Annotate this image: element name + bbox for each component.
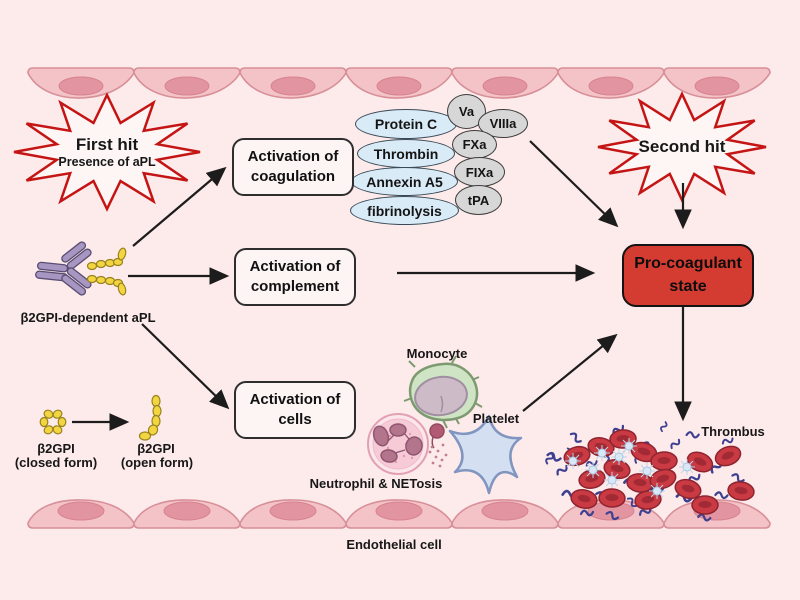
factor-oval-protein-c: Protein C [355,109,457,139]
endothelium-top [27,67,771,99]
pro-coagulant-line2: state [669,277,707,295]
antibody-icon [35,241,92,296]
activation-coagulation-line2: coagulation [250,168,336,185]
activation-cells-line1: Activation of [249,390,341,408]
activation-complement-line1: Activation of [249,257,341,275]
factor-oval-fibrinolysis: fibrinolysis [350,196,459,225]
activation-complement-line2: complement [250,278,340,295]
first-hit-title: First hit [75,135,139,154]
b2gpi-closed-icon [39,409,67,435]
arrow-cells-to-outcome [522,333,618,412]
factor-oval-fxa: FXa [452,130,497,159]
monocyte-label: Monocyte [406,346,468,361]
activation-complement-box: Activation of complement [234,248,356,306]
activation-coagulation-box: Activation of coagulation [232,138,354,196]
platelet-icon [448,414,523,495]
b2gpi-open-sub: (open form) [120,455,194,470]
netosis-icon [428,423,448,468]
pro-coagulant-state-box: Pro-coagulant state [622,244,754,307]
antibody-bound-b2gpi-icon [86,247,127,296]
factor-oval-fixa: FIXa [454,157,505,187]
platelet-label: Platelet [472,411,520,426]
neutrophil-icon [367,413,429,475]
arrow-apl-to-coagulation [132,166,227,247]
b2gpi-open-title: β2GPI [137,441,175,456]
neutrophil-netosis-label: Neutrophil & NETosis [309,476,443,491]
factor-oval-annexin-a5: Annexin A5 [351,167,458,196]
second-hit-burst [597,91,767,203]
pro-coagulant-line1: Pro-coagulant [634,255,742,273]
apl-label: β2GPI-dependent aPL [20,310,156,325]
b2gpi-open-icon [138,394,162,441]
activation-cells-box: Activation of cells [234,381,356,439]
first-hit-burst [13,92,201,212]
b2gpi-closed-title: β2GPI [37,441,75,456]
activation-coagulation-line1: Activation of [247,147,339,165]
first-hit-subtitle: Presence of aPL [58,155,156,169]
thrombus-label: Thrombus [701,424,765,439]
factor-oval-tpa: tPA [455,185,502,215]
second-hit-title: Second hit [638,137,726,156]
arrow-coagulation-to-outcome [529,140,619,228]
b2gpi-closed-sub: (closed form) [14,455,98,470]
endothelial-cell-label: Endothelial cell [346,537,442,552]
arrows [72,140,692,431]
activation-cells-line2: cells [278,411,312,428]
arrow-apl-to-cells [141,323,230,410]
factor-oval-thrombin: Thrombin [357,139,455,168]
monocyte-icon [403,355,483,429]
